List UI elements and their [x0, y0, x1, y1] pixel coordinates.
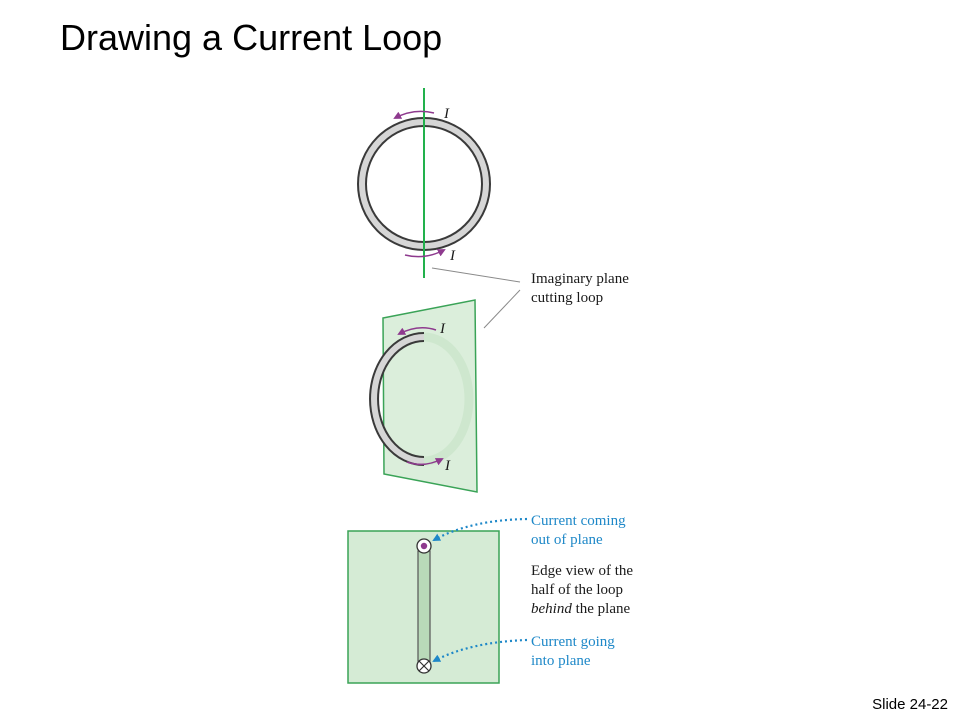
current-label-plane-top: I	[439, 321, 446, 337]
current-arrow-bottom	[404, 249, 446, 258]
edge-view	[347, 530, 500, 684]
plane-callout-line-1	[431, 267, 521, 283]
in-callout-arrow	[432, 638, 528, 662]
slide-title: Drawing a Current Loop	[60, 17, 443, 58]
plane-cut-view: I I	[369, 299, 478, 493]
edge-label-line-2: half of the loop	[531, 582, 623, 598]
current-label-bottom: I	[449, 248, 456, 264]
loop-front-half-highlight	[371, 334, 425, 464]
current-label-plane-bottom: I	[444, 458, 451, 474]
current-arrow-plane-bottom	[406, 458, 444, 466]
in-label-line-2: into plane	[531, 653, 591, 669]
current-arrow-top	[393, 110, 435, 119]
out-label-line-1: Current coming	[531, 513, 626, 529]
edge-label-line-3: behind the plane	[531, 601, 630, 617]
edge-view-loop-half	[417, 550, 431, 662]
slide-number: Slide 24-22	[872, 696, 948, 713]
out-of-plane-dot	[420, 542, 428, 550]
out-callout-arrow	[432, 517, 528, 541]
plane-callout-line-2	[483, 289, 521, 329]
into-plane-cross-b	[418, 660, 430, 672]
plane-label-line-1: Imaginary plane	[531, 271, 629, 287]
out-label-line-2: out of plane	[531, 532, 603, 548]
edge-label-line-1: Edge view of the	[531, 563, 633, 579]
edge-label-rest: the plane	[572, 601, 631, 617]
current-label-top: I	[443, 106, 450, 122]
current-arrow-plane-top	[397, 327, 437, 335]
in-label-line-1: Current going	[531, 634, 615, 650]
plane-label-line-2: cutting loop	[531, 290, 603, 306]
full-loop-view: I I	[357, 88, 491, 278]
imaginary-plane	[382, 299, 478, 493]
edge-label-behind: behind	[531, 601, 572, 617]
